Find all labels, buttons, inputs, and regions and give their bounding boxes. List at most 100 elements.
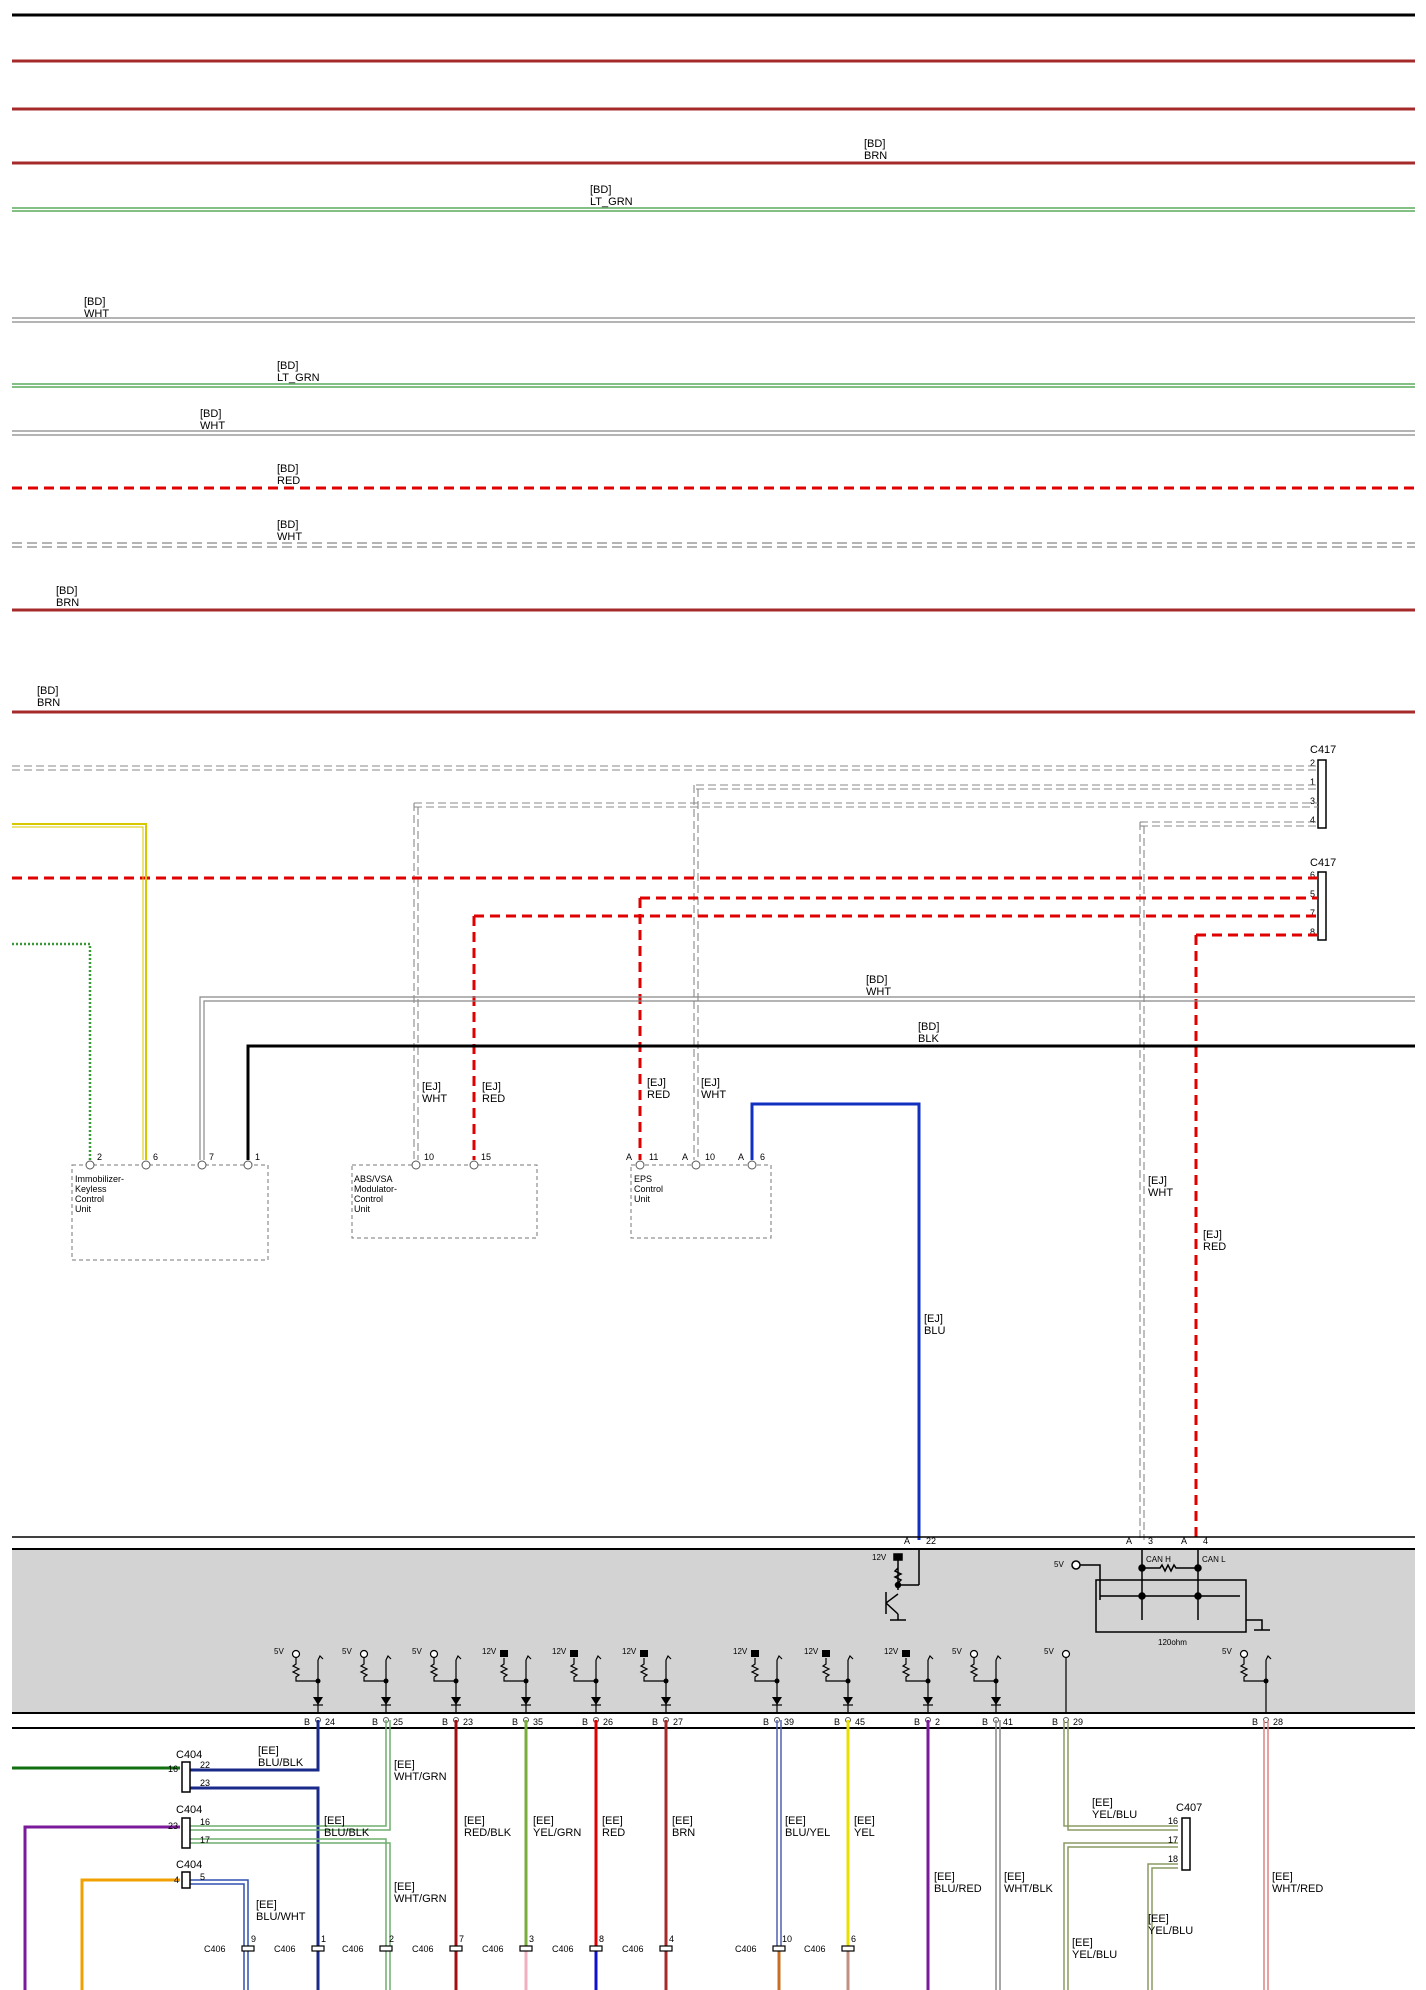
wire-ej-blu — [750, 1102, 921, 1540]
wire-label-color: BRN — [864, 150, 887, 162]
unit-name-line: Modulator- — [354, 1184, 397, 1194]
ecu-block — [12, 1536, 1415, 1729]
pin-side: A — [904, 1536, 910, 1546]
pin-label: A — [738, 1152, 744, 1162]
wht-dashed-wires-c417 — [12, 765, 1318, 1540]
pin-side: B — [834, 1717, 840, 1727]
pin-side: B — [1252, 1717, 1258, 1727]
pin-label: 16 — [168, 1764, 178, 1774]
pin-label: 16 — [1168, 1816, 1178, 1826]
unit-name-line: EPS — [634, 1174, 652, 1184]
connector-label: C406 — [274, 1944, 296, 1954]
pin-label: 18 — [1168, 1854, 1178, 1864]
wire-bd-wht-1: [BD] WHT — [12, 296, 1415, 323]
wire-label-color: BLK — [918, 1033, 939, 1045]
voltage-label: 12V — [482, 1647, 497, 1656]
ee-label-code: [EE] — [324, 1815, 345, 1827]
ej-label-color: BLU — [924, 1325, 945, 1337]
ee-label-color: RED — [602, 1827, 625, 1839]
ee-label-color: BLU/YEL — [785, 1827, 830, 1839]
ej-label-color: RED — [482, 1093, 505, 1105]
ej-label-code: [EJ] — [701, 1077, 720, 1089]
ee-label-code: [EE] — [602, 1815, 623, 1827]
pin-label: 8 — [599, 1934, 604, 1944]
ej-label-code: [EJ] — [1203, 1229, 1222, 1241]
connector-label: C406 — [804, 1944, 826, 1954]
wire-bd-wht-2: [BD] WHT — [12, 408, 1415, 436]
can-l-label: CAN L — [1202, 1555, 1226, 1564]
c407-connector: C407 16 17 18 — [1168, 1802, 1202, 1871]
c406-connector: C406 8 — [552, 1934, 604, 1954]
voltage-label: 12V — [872, 1553, 887, 1562]
pin-label: 6 — [1310, 870, 1315, 880]
pin-label: 23 — [200, 1778, 210, 1788]
wire-label-code: [BD] — [277, 463, 298, 475]
ej-label-color: RED — [647, 1089, 670, 1101]
pin-label: 24 — [325, 1717, 335, 1727]
wire-label-code: [BD] — [866, 974, 887, 986]
pin-label: 4 — [174, 1875, 179, 1885]
eps-control-unit: A 11 A 10 A 6 EPS Control Unit — [626, 1152, 772, 1239]
ee-label-color: YEL/BLU — [1148, 1925, 1193, 1937]
pin-label: 45 — [855, 1717, 865, 1727]
wire-bd-lt-grn-1: [BD] LT_GRN — [12, 184, 1415, 212]
lower-wires — [12, 1720, 1269, 1990]
voltage-label: 12V — [552, 1647, 567, 1656]
ee-label-color: YEL/GRN — [533, 1827, 581, 1839]
ee-label-code: [EE] — [1272, 1871, 1293, 1883]
pin-label: 2 — [1310, 758, 1315, 768]
pin-label: 6 — [153, 1152, 158, 1162]
pin-label: 5 — [1310, 889, 1315, 899]
unit-name-line: Unit — [354, 1204, 371, 1214]
pin-side: B — [512, 1717, 518, 1727]
ee-label-code: [EE] — [934, 1871, 955, 1883]
pin-label: 4 — [669, 1934, 674, 1944]
c406-connectors: C4069C4061C4062C4067C4063C4068C4064C4061… — [204, 1934, 856, 1954]
wire-label-code: [BD] — [277, 360, 298, 372]
pin-label: 1 — [1310, 777, 1315, 787]
connector-label: C406 — [412, 1944, 434, 1954]
pin-side: A — [1126, 1536, 1132, 1546]
ee-label-color: BLU/RED — [934, 1883, 982, 1895]
abs-vsa-modulator-control-unit: 10 15 ABS/VSA Modulator- Control Unit — [351, 1152, 538, 1239]
wire-label-color: WHT — [277, 531, 302, 543]
red-dashed-wires-c417 — [12, 876, 1318, 1540]
pin-label: 2 — [97, 1152, 102, 1162]
ee-label-color: WHT/BLK — [1004, 1883, 1054, 1895]
pin-label: 4 — [1310, 815, 1315, 825]
pin-side: B — [652, 1717, 658, 1727]
pin-side: A — [1181, 1536, 1187, 1546]
ee-label-color: BLU/WHT — [256, 1911, 306, 1923]
pin-side: B — [372, 1717, 378, 1727]
ee-label-code: [EE] — [394, 1759, 415, 1771]
connector-label: C404 — [176, 1749, 202, 1761]
unit-name-line: Unit — [75, 1204, 92, 1214]
ee-label-color: BLU/BLK — [258, 1757, 304, 1769]
pin-label: 5 — [200, 1872, 205, 1882]
wire-bd-blk-mid: [BD] BLK — [246, 1021, 1415, 1160]
pin-label: 1 — [255, 1152, 260, 1162]
ee-label-code: [EE] — [533, 1815, 554, 1827]
wire-bd-brn-3: [BD] BRN — [12, 685, 1415, 714]
c417-connector-top: C417 2 1 3 4 — [1310, 744, 1336, 829]
c404-connectors: C404 16 22 23 C404 23 16 17 C404 4 5 — [168, 1749, 210, 1889]
ej-label-color: WHT — [422, 1093, 447, 1105]
ee-label-color: YEL/BLU — [1092, 1809, 1137, 1821]
ee-label-color: WHT/RED — [1272, 1883, 1323, 1895]
pin-label: 27 — [673, 1717, 683, 1727]
ee-label-code: [EE] — [1072, 1937, 1093, 1949]
ee-labels: [EE] BLU/BLK [EE] WHT/GRN [EE] RED/BLK [… — [256, 1745, 1323, 1961]
unit-name-line: Control — [75, 1194, 104, 1204]
wire-yellow — [12, 823, 147, 1160]
wire-green-dotted — [12, 942, 92, 1160]
ej-label-color: RED — [1203, 1241, 1226, 1253]
ee-label-code: [EE] — [464, 1815, 485, 1827]
connector-label: C406 — [552, 1944, 574, 1954]
